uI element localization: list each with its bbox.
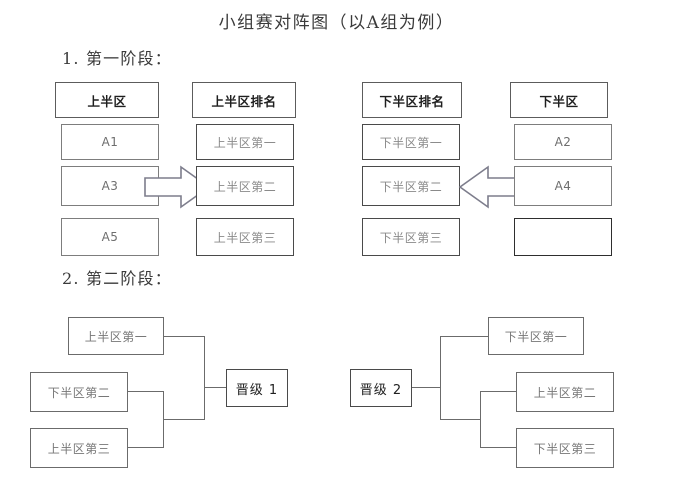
- bracket-right-connector-h1: [480, 391, 516, 393]
- stage2-heading: 2. 第二阶段：: [62, 269, 172, 288]
- stage1-col2-cell-0: 上半区第一: [196, 124, 294, 160]
- bracket-left-connector-h3: [163, 419, 205, 421]
- stage1-col4-cell-2: [514, 218, 612, 256]
- bracket-left-connector-h4: [164, 336, 205, 338]
- stage1-col1-cell-0: A1: [61, 124, 159, 160]
- bracket-right-connector-h3: [440, 419, 481, 421]
- stage1-col1-header: 上半区: [55, 82, 159, 118]
- bracket-right-connector-h4: [440, 336, 489, 338]
- stage1-col1-cell-2: A5: [61, 218, 159, 256]
- bracket-left-connector-h1: [128, 391, 164, 393]
- stage1-col4-cell-1: A4: [514, 166, 612, 206]
- stage1-col2-cell-2: 上半区第三: [196, 218, 294, 256]
- stage1-col3-header: 下半区排名: [362, 82, 462, 118]
- bracket-right-connector-h5: [412, 387, 441, 389]
- stage1-col4-cell-0: A2: [514, 124, 612, 160]
- bracket-right-connector-v2: [440, 336, 442, 420]
- stage1-heading: 1. 第一阶段：: [62, 49, 172, 68]
- bracket-right-result: 晋级 2: [350, 369, 412, 407]
- bracket-right-seed-0: 下半区第一: [488, 317, 584, 355]
- stage1-col3-cell-0: 下半区第一: [362, 124, 460, 160]
- bracket-left-result: 晋级 1: [226, 369, 288, 407]
- bracket-right-seed-1: 上半区第二: [516, 372, 614, 412]
- bracket-left-connector-h5: [204, 387, 232, 389]
- stage1-col1-cell-1: A3: [61, 166, 159, 206]
- stage1-col3-cell-1: 下半区第二: [362, 166, 460, 206]
- stage1-col2-cell-1: 上半区第二: [196, 166, 294, 206]
- bracket-left-seed-2: 上半区第三: [30, 428, 128, 468]
- bracket-right-connector-h2: [480, 447, 516, 449]
- page-title: 小组赛对阵图（以A组为例）: [218, 13, 455, 33]
- stage1-col4-header: 下半区: [510, 82, 608, 118]
- bracket-right-seed-2: 下半区第三: [516, 428, 614, 468]
- arrow-right-icon: [143, 164, 211, 210]
- stage1-col2-header: 上半区排名: [192, 82, 296, 118]
- bracket-left-seed-1: 下半区第二: [30, 372, 128, 412]
- bracket-left-connector-h2: [128, 447, 164, 449]
- bracket-left-seed-0: 上半区第一: [68, 317, 164, 355]
- stage1-col3-cell-2: 下半区第三: [362, 218, 460, 256]
- bracket-left-connector-v2: [204, 336, 206, 420]
